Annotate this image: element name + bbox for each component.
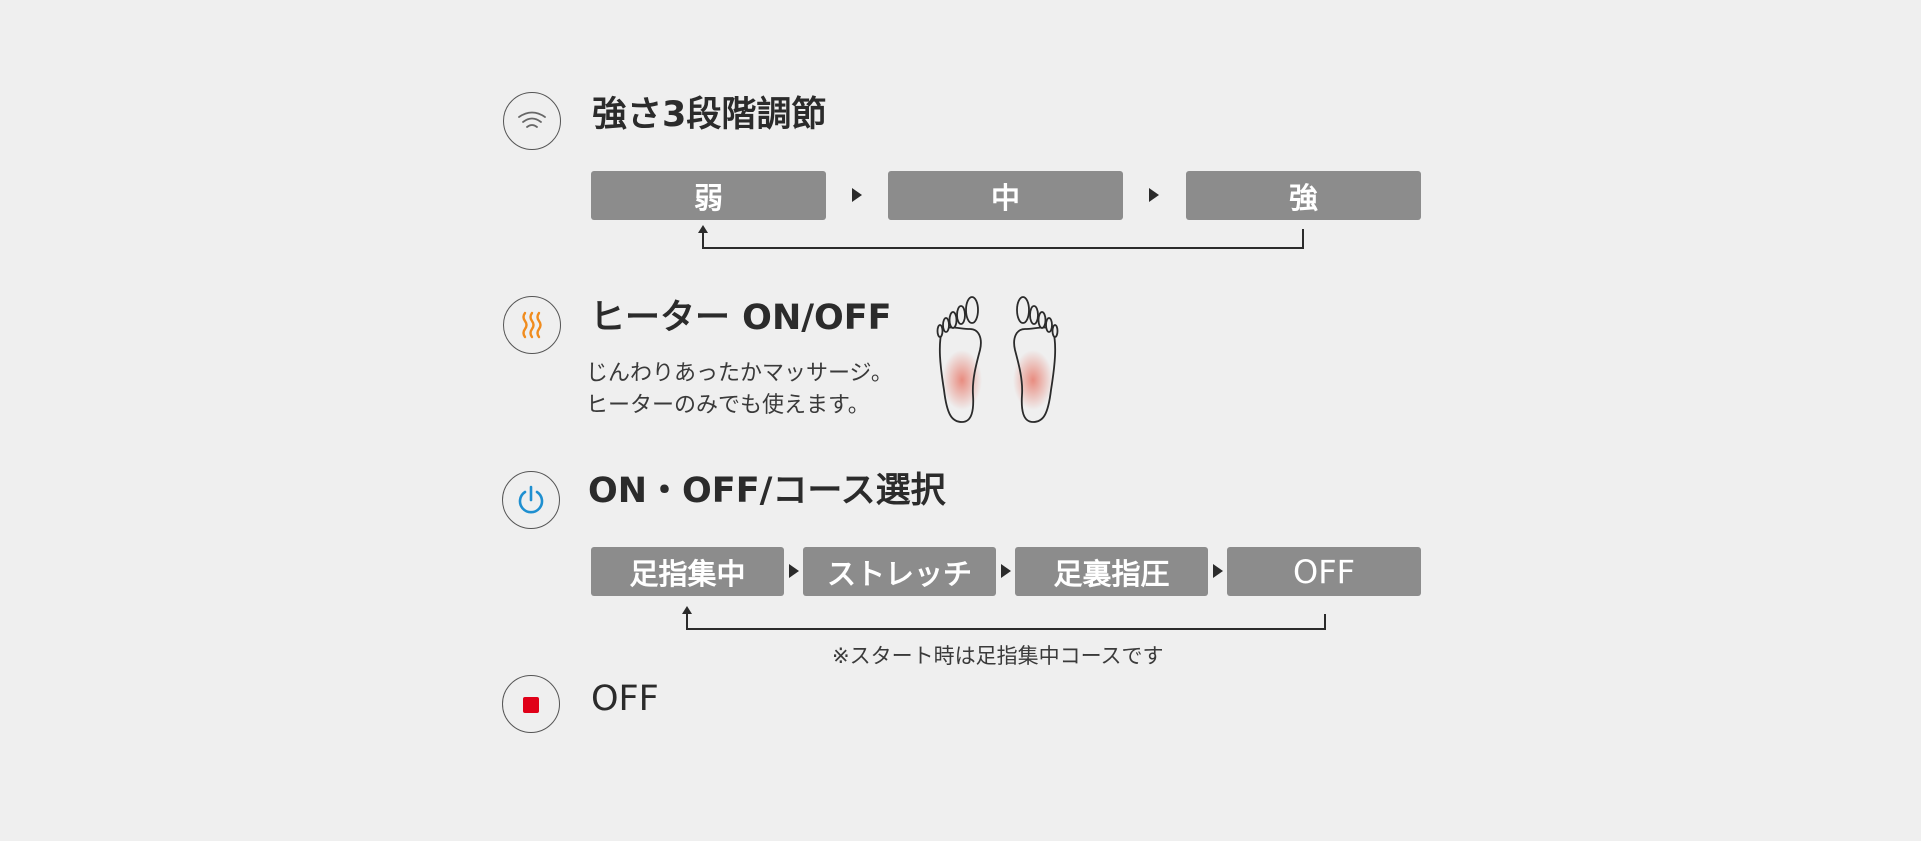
off-title: OFF	[591, 679, 659, 719]
strength-button-icon-circle	[503, 92, 561, 150]
course-step-off: OFF	[1227, 547, 1421, 596]
strength-title: 強さ3段階調節	[592, 95, 827, 135]
stop-square-icon	[523, 697, 539, 713]
strength-step-medium: 中	[888, 171, 1123, 220]
off-button-icon-circle	[502, 675, 560, 733]
heater-description-line1: じんわりあったかマッサージ。	[586, 361, 893, 386]
course-cycle-return-arrow	[682, 606, 1326, 630]
course-step-sole-shiatsu: 足裏指圧	[1015, 547, 1208, 596]
course-step-stretch: ストレッチ	[803, 547, 996, 596]
heater-title: ヒーター ON/OFF	[590, 298, 892, 338]
heater-description-line2: ヒーターのみでも使えます。	[586, 393, 870, 418]
course-step-toe-focus: 足指集中	[591, 547, 784, 596]
course-start-note: ※スタート時は足指集中コースです	[832, 644, 1164, 668]
course-step-arrow-1	[789, 564, 799, 578]
course-step-arrow-3	[1213, 564, 1223, 578]
power-title: ON・OFF/コース選択	[588, 471, 946, 511]
vibration-waves-icon	[518, 111, 546, 128]
strength-step-arrow-2	[1149, 188, 1159, 202]
heat-waves-icon	[522, 311, 542, 339]
course-step-arrow-2	[1001, 564, 1011, 578]
feet-soles-icon	[936, 296, 1059, 423]
strength-step-weak: 弱	[591, 171, 826, 220]
heater-button-icon-circle	[503, 296, 561, 354]
strength-step-strong: 強	[1186, 171, 1421, 220]
strength-step-arrow-1	[852, 188, 862, 202]
power-icon	[518, 485, 544, 514]
power-button-icon-circle	[502, 471, 560, 529]
strength-cycle-return-arrow	[698, 225, 1304, 249]
